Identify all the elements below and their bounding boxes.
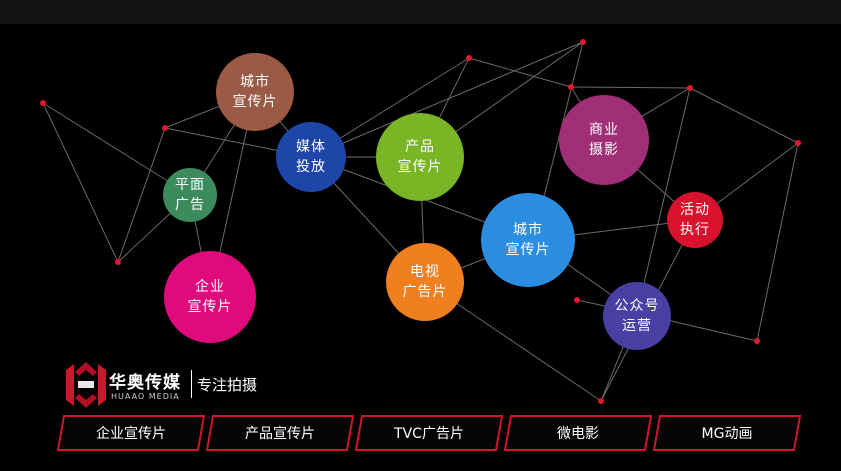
tab-label: 企业宣传片 <box>96 426 166 442</box>
bubble-print-ad[interactable]: 平面 广告 <box>163 168 217 222</box>
bubble-city-promo-top[interactable]: 城市 宣传片 <box>216 53 294 131</box>
bubble-corporate-promo[interactable]: 企业 宣传片 <box>164 251 256 343</box>
tab-label: 产品宣传片 <box>245 426 315 442</box>
brand-name-en: HUAAO MEDIA <box>111 392 180 401</box>
tab-label: TVC广告片 <box>394 426 464 442</box>
bubble-official-account[interactable]: 公众号 运营 <box>603 282 671 350</box>
brand-logo-icon <box>66 362 106 408</box>
tab-label: MG动画 <box>701 426 753 442</box>
bubble-commercial-photo[interactable]: 商业 摄影 <box>559 95 649 185</box>
bubble-media-placement[interactable]: 媒体 投放 <box>276 122 346 192</box>
brand-slogan: 专注拍摄 <box>197 376 258 394</box>
tab-micro-film[interactable]: 微电影 <box>503 415 653 451</box>
brand-block: 华奥传媒 HUAAO MEDIA 专注拍摄 <box>66 360 326 410</box>
bubble-tv-commercial[interactable]: 电视 广告片 <box>386 243 464 321</box>
brand-divider <box>191 370 192 398</box>
tab-tvc-ad[interactable]: TVC广告片 <box>354 415 504 451</box>
bubble-event-execution[interactable]: 活动 执行 <box>667 192 723 248</box>
bubble-city-promo-center[interactable]: 城市 宣传片 <box>481 193 575 287</box>
brand-name: 华奥传媒 <box>109 373 181 393</box>
category-tabs: 企业宣传片 产品宣传片 TVC广告片 微电影 MG动画 <box>0 415 841 455</box>
tab-corporate-promo[interactable]: 企业宣传片 <box>56 415 206 451</box>
bubble-product-promo[interactable]: 产品 宣传片 <box>376 113 464 201</box>
top-band <box>0 0 841 24</box>
tab-product-promo[interactable]: 产品宣传片 <box>205 415 355 451</box>
tab-label: 微电影 <box>557 426 599 442</box>
tab-mg-animation[interactable]: MG动画 <box>652 415 802 451</box>
